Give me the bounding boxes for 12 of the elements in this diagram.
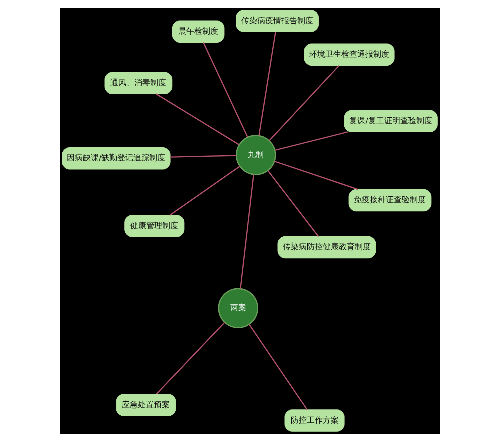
- connector: [156, 322, 226, 395]
- connector: [258, 32, 276, 136]
- connector: [269, 65, 340, 142]
- connector: [170, 166, 240, 216]
- connector: [156, 94, 240, 146]
- connector: [170, 155, 236, 158]
- connector: [203, 42, 248, 138]
- connector: [240, 174, 254, 290]
- connector: [248, 324, 308, 410]
- connector: [268, 170, 320, 238]
- connector: [274, 160, 358, 190]
- connector: [275, 132, 348, 152]
